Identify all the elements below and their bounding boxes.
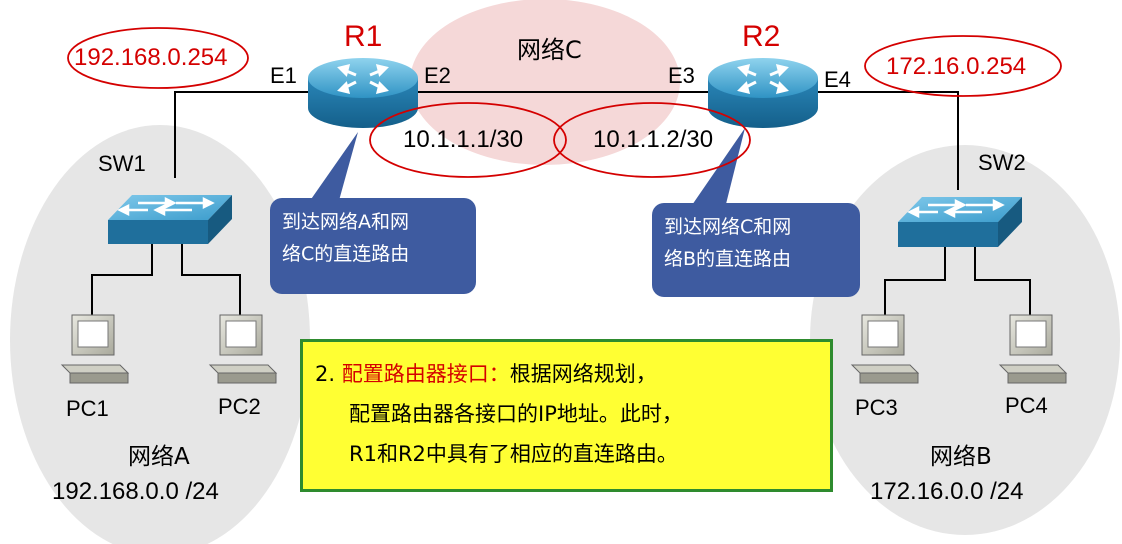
ip-r2-e4: 172.16.0.254 <box>886 53 1027 80</box>
switch-sw1-icon <box>108 195 232 244</box>
router-r2-name: R2 <box>742 20 781 53</box>
ip-ring-r2-e4 <box>864 35 1062 97</box>
note-highlight: 配置路由器接口： <box>341 362 510 386</box>
link-sw1-r1 <box>174 91 308 178</box>
switch-sw2-label: SW2 <box>978 150 1026 175</box>
note-box: 2. 配置路由器接口：根据网络规划， 配置路由器各接口的IP地址。此时， R1和… <box>300 339 833 492</box>
ip-ring-r1-e2 <box>369 102 567 178</box>
network-c-label: 网络C <box>517 36 582 64</box>
callout-r2: 到达网络C和网 络B的直连路由 <box>652 203 860 297</box>
network-c-area <box>410 0 680 165</box>
network-b-subnet: 172.16.0.0 /24 <box>870 478 1024 505</box>
pc1-label: PC1 <box>66 396 109 421</box>
network-b-area <box>810 145 1120 535</box>
network-b-label: 网络B <box>930 444 992 470</box>
link-sw2-pc3 <box>884 247 946 318</box>
ip-ring-r2-e3 <box>553 102 751 178</box>
switch-sw1-label: SW1 <box>98 151 146 176</box>
pc3-icon <box>850 314 920 384</box>
callout-r2-line2: 络B的直连路由 <box>664 248 792 270</box>
router-r2-icon <box>708 58 818 128</box>
link-sw1-pc2 <box>181 243 241 318</box>
link-sw2-pc4 <box>974 247 1031 318</box>
interface-e2-label: E2 <box>424 63 451 88</box>
pc4-icon <box>998 314 1068 384</box>
interface-e1-label: E1 <box>270 63 297 88</box>
ip-r2-e3: 10.1.1.2/30 <box>593 126 714 153</box>
ip-ring-r1-e1 <box>67 27 249 89</box>
callout-r2-line1: 到达网络C和网 <box>664 216 792 238</box>
callout-r1-line1: 到达网络A和网 <box>282 211 409 233</box>
note-number: 2. <box>315 362 336 386</box>
pc2-icon <box>208 314 278 384</box>
network-a-label: 网络A <box>128 444 190 470</box>
router-r1-icon <box>308 58 418 128</box>
switch-sw2-icon <box>898 197 1022 247</box>
interface-e3-label: E3 <box>668 63 695 88</box>
note-line1-rest: 根据网络规划， <box>509 362 657 386</box>
note-line-1: 2. 配置路由器接口：根据网络规划， <box>315 354 820 394</box>
pc1-icon <box>60 314 130 384</box>
callout-r1: 到达网络A和网 络C的直连路由 <box>270 198 476 294</box>
ip-r1-e2: 10.1.1.1/30 <box>403 126 524 153</box>
network-a-subnet: 192.168.0.0 /24 <box>52 478 219 505</box>
pc4-label: PC4 <box>1005 393 1048 418</box>
network-a-area <box>10 125 310 544</box>
callout-r1-line2: 络C的直连路由 <box>282 243 410 265</box>
pc3-label: PC3 <box>855 395 898 420</box>
router-r1-name: R1 <box>344 20 383 53</box>
link-r2-sw2 <box>818 91 959 190</box>
network-links <box>91 91 1031 318</box>
callout-r1-pointer <box>300 132 358 215</box>
ip-r1-e1: 192.168.0.254 <box>74 44 228 71</box>
interface-e4-label: E4 <box>824 67 851 92</box>
note-line-2: 配置路由器各接口的IP地址。此时， <box>349 402 683 426</box>
link-sw1-pc1 <box>91 243 153 318</box>
note-line-3: R1和R2中具有了相应的直连路由。 <box>349 442 678 466</box>
pc2-label: PC2 <box>218 394 261 419</box>
